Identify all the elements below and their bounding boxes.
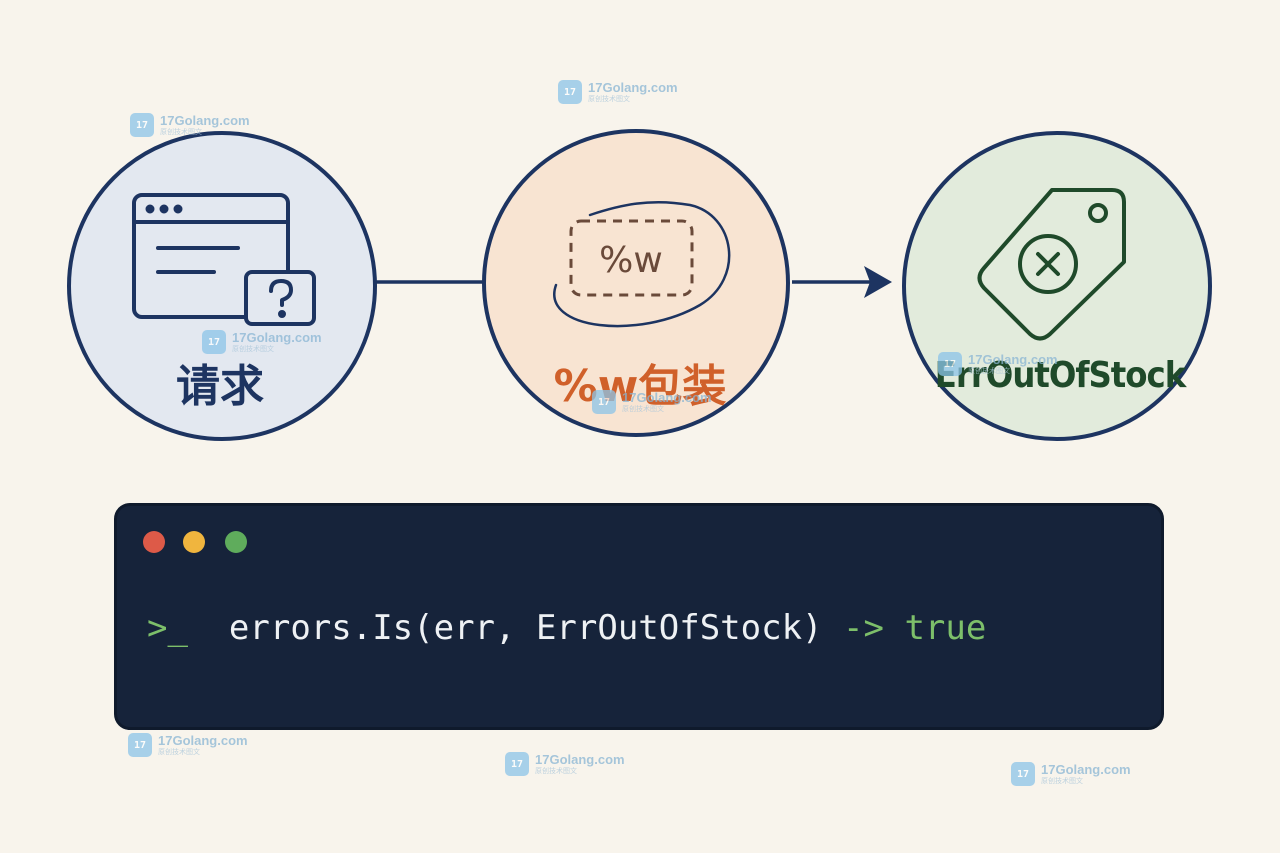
window-close-dot bbox=[143, 531, 165, 553]
watermark-subtitle: 原创技术图文 bbox=[968, 367, 1010, 375]
terminal-line: >_ errors.Is(err, ErrOutOfStock) -> true bbox=[147, 608, 986, 648]
terminal-operator: -> bbox=[843, 608, 884, 648]
watermark-domain: 17Golang.com bbox=[158, 733, 248, 748]
watermark-domain: 17Golang.com bbox=[1041, 762, 1131, 777]
watermark-subtitle: 原创技术图文 bbox=[588, 95, 630, 103]
watermark-subtitle: 原创技术图文 bbox=[232, 345, 274, 353]
node-wrap-label: %w包装 bbox=[553, 361, 727, 412]
node-target-label: ErrOutOfStock bbox=[934, 355, 1187, 396]
watermark-logo-icon: 17 bbox=[202, 330, 226, 354]
window-minimize-dot bbox=[183, 531, 205, 553]
watermark-logo-icon: 17 bbox=[592, 390, 616, 414]
watermark-domain: 17Golang.com bbox=[160, 113, 250, 128]
watermark-subtitle: 原创技术图文 bbox=[158, 748, 200, 756]
watermark-subtitle: 原创技术图文 bbox=[160, 128, 202, 136]
watermark-logo-icon: 17 bbox=[558, 80, 582, 104]
node-wrap-circle bbox=[482, 129, 790, 437]
watermark-domain: 17Golang.com bbox=[232, 330, 322, 345]
terminal-code: errors.Is(err, ErrOutOfStock) bbox=[228, 608, 823, 648]
window-maximize-dot bbox=[225, 531, 247, 553]
tag-x-icon bbox=[977, 188, 1126, 341]
node-target-circle bbox=[902, 131, 1212, 441]
watermark-domain: 17Golang.com bbox=[968, 352, 1058, 367]
arrowhead-icon bbox=[864, 266, 892, 298]
watermark-logo-icon: 17 bbox=[128, 733, 152, 757]
watermark-subtitle: 原创技术图文 bbox=[1041, 777, 1083, 785]
terminal-prompt: >_ bbox=[147, 608, 188, 648]
watermark-logo-icon: 17 bbox=[938, 352, 962, 376]
browser-window-question-icon bbox=[132, 193, 316, 326]
watermark-logo-icon: 17 bbox=[1011, 762, 1035, 786]
terminal-result: true bbox=[904, 608, 987, 648]
wrap-badge-text: %w bbox=[599, 240, 663, 281]
watermark-logo-icon: 17 bbox=[130, 113, 154, 137]
watermark-subtitle: 原创技术图文 bbox=[622, 405, 664, 413]
terminal-window: >_ errors.Is(err, ErrOutOfStock) -> true bbox=[114, 503, 1164, 730]
node-request-label: 请求 bbox=[176, 361, 264, 412]
watermark-domain: 17Golang.com bbox=[622, 390, 712, 405]
watermark-domain: 17Golang.com bbox=[588, 80, 678, 95]
watermark-subtitle: 原创技术图文 bbox=[535, 767, 577, 775]
node-request-circle bbox=[67, 131, 377, 441]
watermark-logo-icon: 17 bbox=[505, 752, 529, 776]
dashed-wrap-box-icon bbox=[553, 200, 731, 328]
watermark-domain: 17Golang.com bbox=[535, 752, 625, 767]
